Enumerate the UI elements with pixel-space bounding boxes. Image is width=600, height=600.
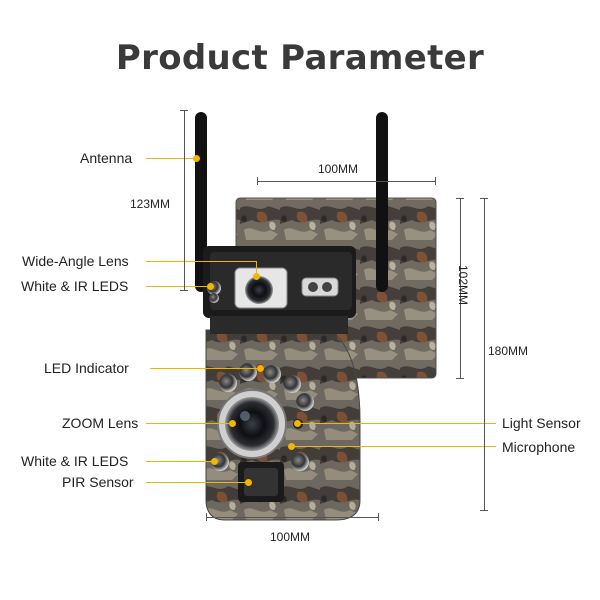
antenna-dimension-tick-bottom xyxy=(180,290,188,291)
wide-angle-lens xyxy=(245,276,273,304)
total-height-dim: 180MM xyxy=(488,344,529,358)
wide-angle-lens-leader xyxy=(146,261,256,262)
solar-height-dim: 102MM xyxy=(456,264,471,306)
pir-sensor-dot xyxy=(245,479,252,486)
body-width-tick-right xyxy=(378,513,379,521)
solar-width-line xyxy=(257,181,435,182)
light-sensor-dot xyxy=(294,420,301,427)
total-height-tick-top xyxy=(480,198,488,199)
antenna-dot xyxy=(193,155,200,162)
led-indicator-label: LED Indicator xyxy=(44,360,129,376)
microphone-leader xyxy=(294,446,496,447)
white-ir-leds-top-label: White & IR LEDS xyxy=(21,278,129,294)
light-sensor-leader xyxy=(300,423,496,424)
right-antenna xyxy=(376,112,388,292)
white-ir-leds-top-leader xyxy=(146,286,210,287)
solar-width-tick-right xyxy=(435,177,436,185)
zoom-lens-leader xyxy=(146,423,232,424)
zoom-lens-label: ZOOM Lens xyxy=(62,415,139,431)
antenna-leader xyxy=(146,158,196,159)
solar-height-tick-top xyxy=(456,198,464,199)
antenna-label: Antenna xyxy=(80,150,133,166)
white-ir-leds-bottom-leader xyxy=(146,461,214,462)
white-ir-leds-bottom-label: White & IR LEDS xyxy=(21,453,129,469)
body-width-tick-left xyxy=(206,513,207,521)
pir-sensor-leader xyxy=(146,482,248,483)
solar-height-line xyxy=(460,198,461,378)
microphone-dot xyxy=(288,443,295,450)
total-height-line xyxy=(484,198,485,510)
light-sensor-label: Light Sensor xyxy=(502,415,581,431)
page-title: Product Parameter xyxy=(115,38,485,78)
solar-width-dim: 100MM xyxy=(318,162,359,176)
solar-height-tick-bottom xyxy=(456,378,464,379)
zoom-lens xyxy=(225,397,279,451)
zoom-lens-dot xyxy=(229,420,236,427)
total-height-tick-bottom xyxy=(480,510,488,511)
microphone-label: Microphone xyxy=(502,439,576,455)
pir-sensor-label: PIR Sensor xyxy=(62,474,134,490)
white-ir-leds-bottom-dot xyxy=(211,458,218,465)
body-width-line xyxy=(206,517,378,518)
antenna-height-dim: 123MM xyxy=(130,197,171,211)
body-width-dim: 100MM xyxy=(270,530,311,544)
solar-width-tick-left xyxy=(257,177,258,185)
led-indicator-dot xyxy=(257,365,264,372)
wide-angle-lens-leader-vertical xyxy=(256,261,257,275)
white-ir-leds-top-dot xyxy=(207,283,214,290)
antenna-dimension-tick-top xyxy=(180,110,188,111)
wide-angle-lens-label: Wide-Angle Lens xyxy=(22,253,129,269)
wide-angle-lens-dot xyxy=(253,273,260,280)
antenna-dimension-line xyxy=(184,110,185,290)
led-indicator-leader xyxy=(150,368,260,369)
